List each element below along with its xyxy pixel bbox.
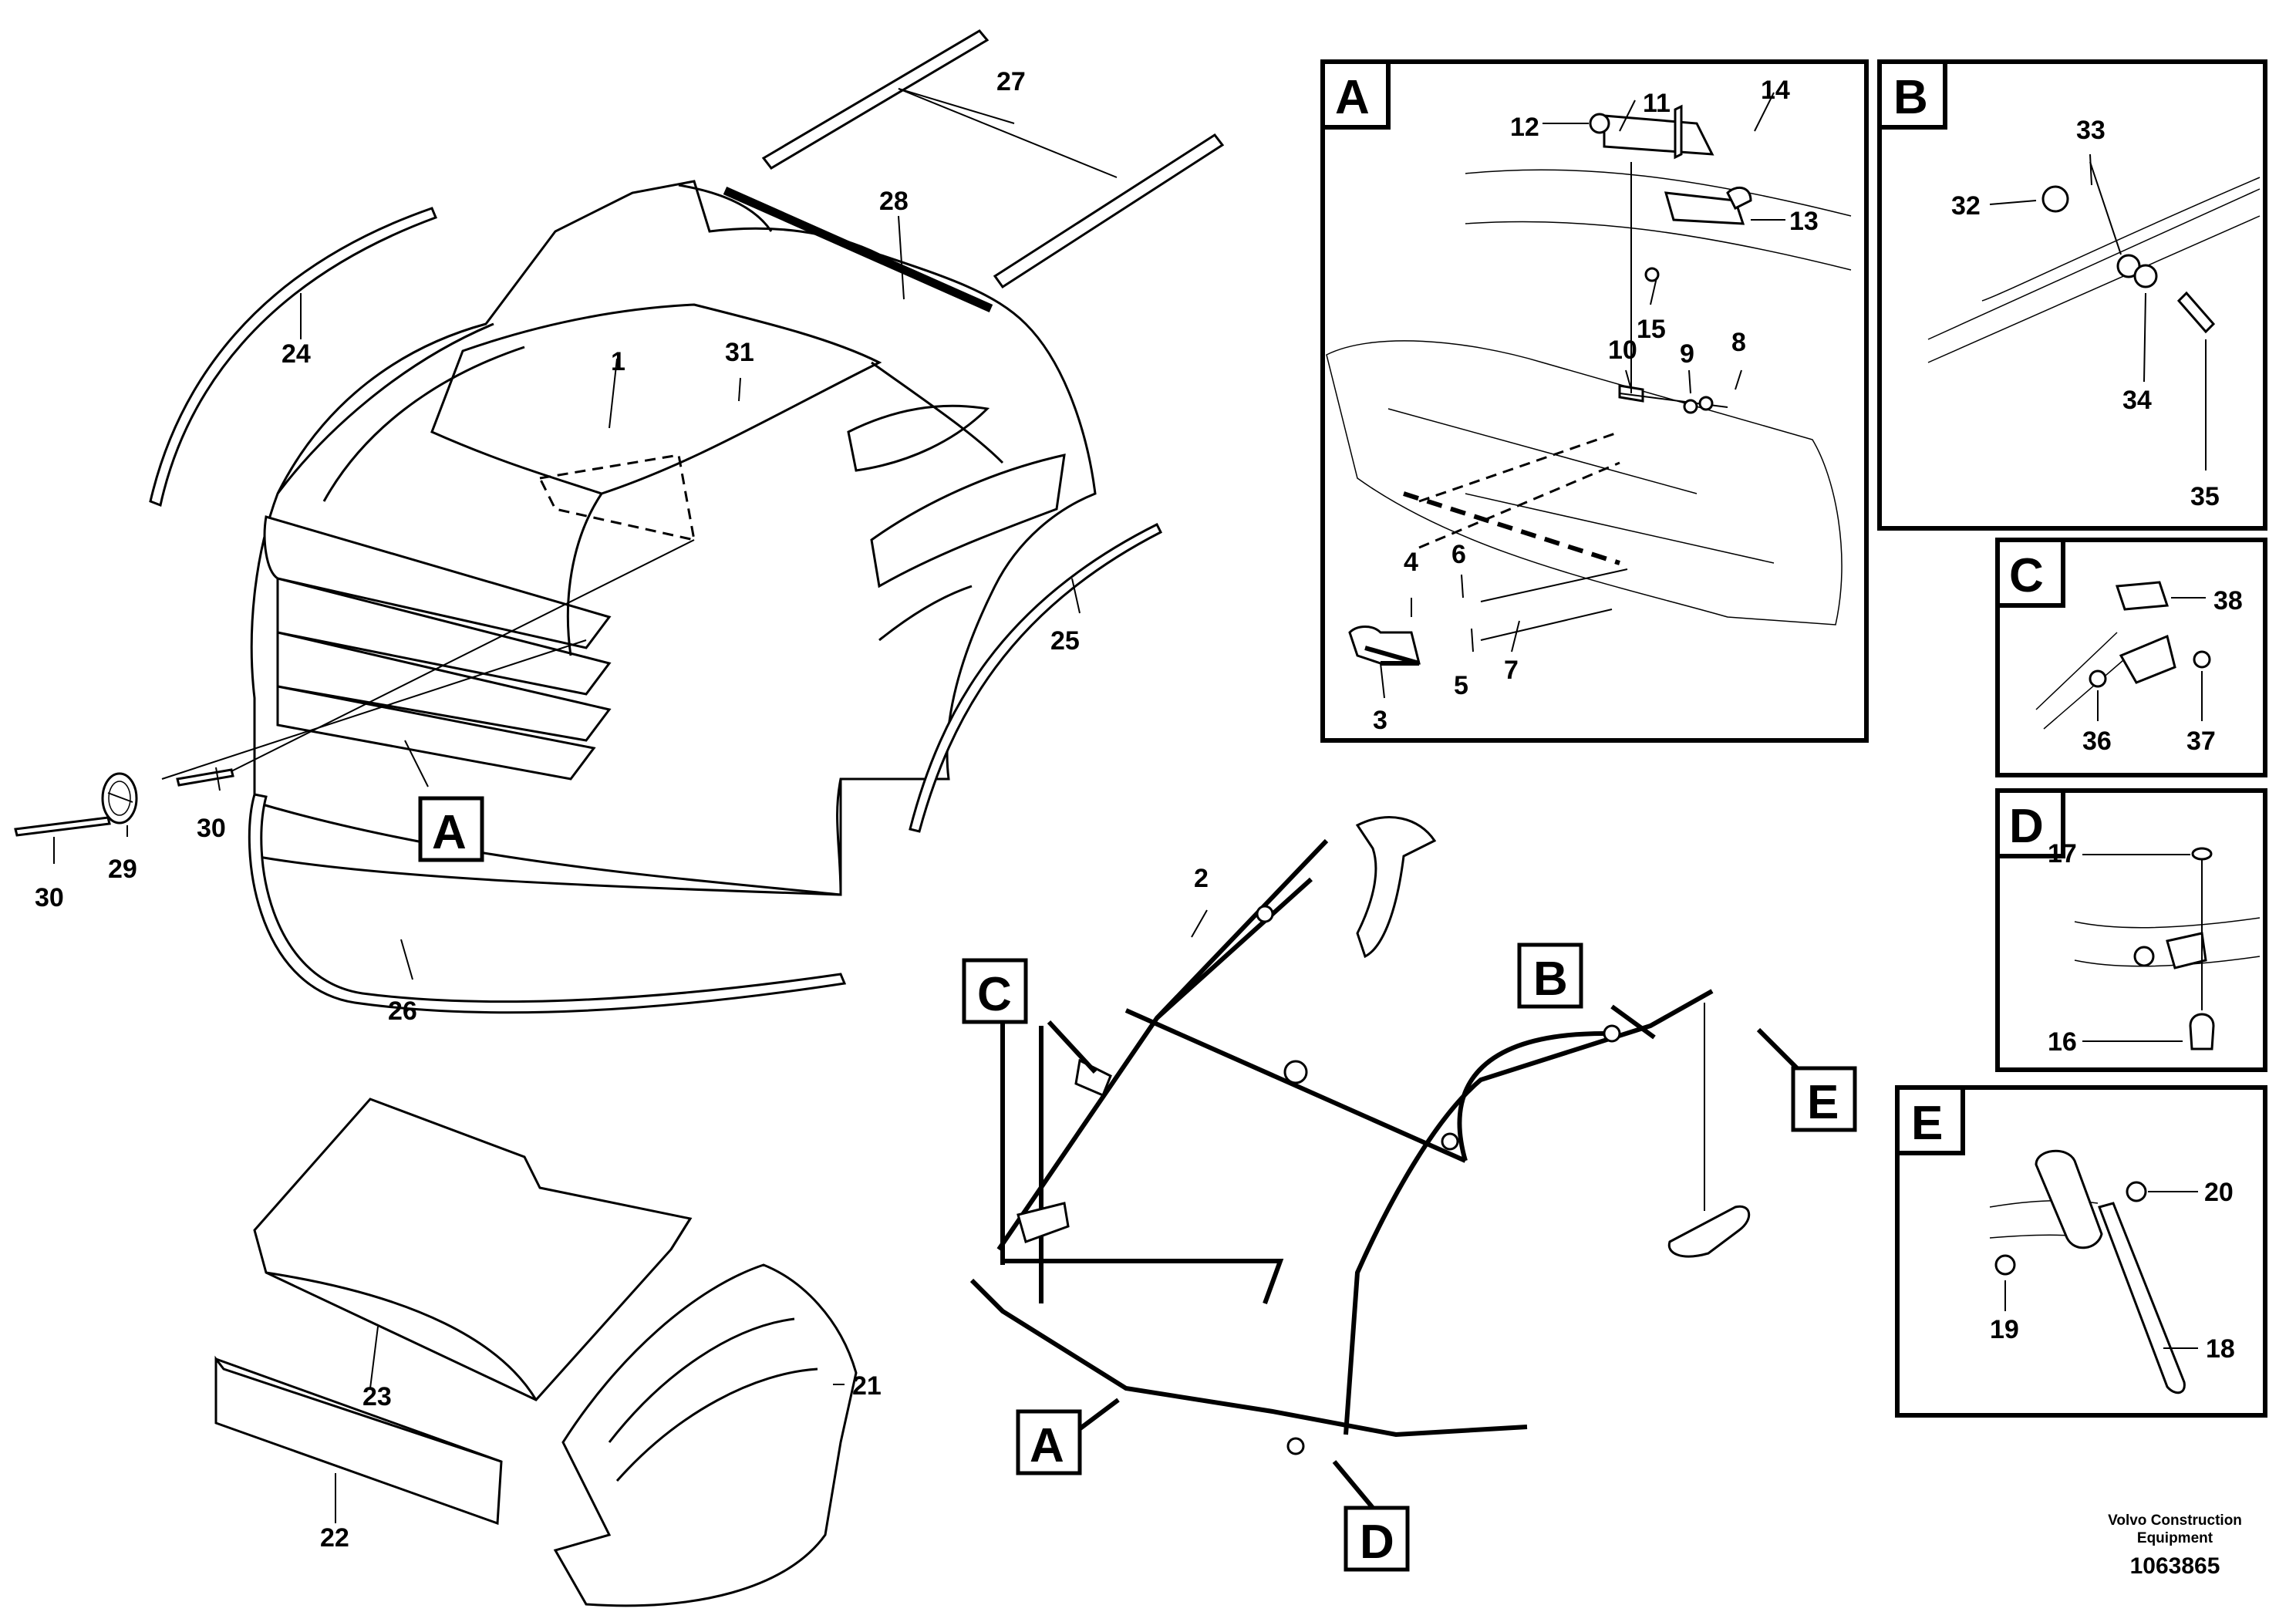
part-label-38: 38 <box>2213 586 2243 615</box>
part-label-24: 24 <box>282 339 311 369</box>
callout-a-frame: A <box>1016 1409 1082 1475</box>
callout-c-frame: C <box>962 958 1028 1024</box>
part-label-4: 4 <box>1404 548 1418 577</box>
part-label-10: 10 <box>1608 336 1637 365</box>
part-label-34: 34 <box>2122 386 2152 415</box>
panel-b-letter: B <box>1893 71 1928 124</box>
part-label-37: 37 <box>2186 727 2216 756</box>
part-label-6: 6 <box>1451 540 1466 569</box>
part-label-12: 12 <box>1510 113 1539 142</box>
part-label-31: 31 <box>725 338 754 367</box>
callout-e-frame: E <box>1791 1066 1857 1132</box>
part-label-2: 2 <box>1194 864 1209 893</box>
detail-panel-a: A <box>1320 59 1869 743</box>
svg-text:C: C <box>977 968 1012 1021</box>
callout-d-frame: D <box>1344 1506 1410 1572</box>
part-label-35: 35 <box>2190 482 2220 511</box>
part-label-32: 32 <box>1951 191 1981 221</box>
part-label-23: 23 <box>362 1382 392 1411</box>
part-label-25: 25 <box>1050 626 1080 656</box>
emblem <box>101 772 138 824</box>
part-label-22: 22 <box>320 1523 349 1553</box>
part-label-36: 36 <box>2082 727 2112 756</box>
part-label-13: 13 <box>1789 207 1819 236</box>
svg-text:E: E <box>1807 1076 1839 1129</box>
part-label-18: 18 <box>2206 1334 2235 1364</box>
part-label-20: 20 <box>2204 1178 2234 1207</box>
callout-a-hood: A <box>418 796 484 862</box>
part-number-labels: 1 2 3 4 5 6 7 8 9 10 11 12 13 14 15 16 1… <box>35 67 2243 1553</box>
part-label-30b: 30 <box>35 883 64 912</box>
part-label-3: 3 <box>1373 706 1387 735</box>
panel-a-letter: A <box>1335 71 1370 124</box>
detail-panel-b: B <box>1877 59 2267 531</box>
seal-strips <box>14 29 1225 1014</box>
illustration-number: 1063865 <box>2130 1553 2220 1579</box>
part-label-19: 19 <box>1990 1315 2019 1344</box>
panel-e-letter: E <box>1911 1097 1943 1150</box>
part-label-7: 7 <box>1504 656 1519 685</box>
part-label-9: 9 <box>1680 339 1694 369</box>
publisher-credit: Volvo Construction Equipment 1063865 <box>2108 1512 2242 1579</box>
credit-line-1: Volvo Construction <box>2108 1512 2242 1529</box>
lower-panels <box>214 1098 858 1607</box>
part-label-33: 33 <box>2076 116 2106 145</box>
detail-panel-e: E <box>1895 1085 2267 1418</box>
part-label-17: 17 <box>2048 839 2077 868</box>
svg-text:B: B <box>1533 953 1568 1006</box>
credit-line-2: Equipment <box>2137 1530 2213 1546</box>
hood-assembly <box>161 180 1097 896</box>
part-label-28: 28 <box>879 187 909 216</box>
svg-text:D: D <box>1360 1516 1394 1569</box>
leader-lines <box>53 88 2207 1523</box>
part-label-26: 26 <box>388 996 417 1026</box>
svg-text:A: A <box>1030 1419 1064 1472</box>
detail-panel-d: D <box>1995 788 2267 1072</box>
part-label-30a: 30 <box>197 814 226 843</box>
frame-assembly <box>969 816 1751 1455</box>
part-label-15: 15 <box>1637 315 1666 344</box>
part-label-16: 16 <box>2048 1027 2077 1057</box>
callout-boxes: A C B E A D <box>418 796 1857 1572</box>
part-label-8: 8 <box>1731 328 1746 357</box>
part-label-11: 11 <box>1643 89 1671 118</box>
svg-text:A: A <box>432 806 467 859</box>
part-label-1: 1 <box>611 347 625 376</box>
panel-c-letter: C <box>2009 549 2044 602</box>
part-label-5: 5 <box>1454 671 1468 700</box>
part-label-29: 29 <box>108 855 137 884</box>
part-label-27: 27 <box>996 67 1026 96</box>
callout-b-frame: B <box>1517 943 1583 1009</box>
part-label-21: 21 <box>852 1371 882 1401</box>
panel-d-letter: D <box>2009 800 2044 853</box>
part-label-14: 14 <box>1761 76 1790 105</box>
detail-panel-c: C <box>1995 538 2267 777</box>
